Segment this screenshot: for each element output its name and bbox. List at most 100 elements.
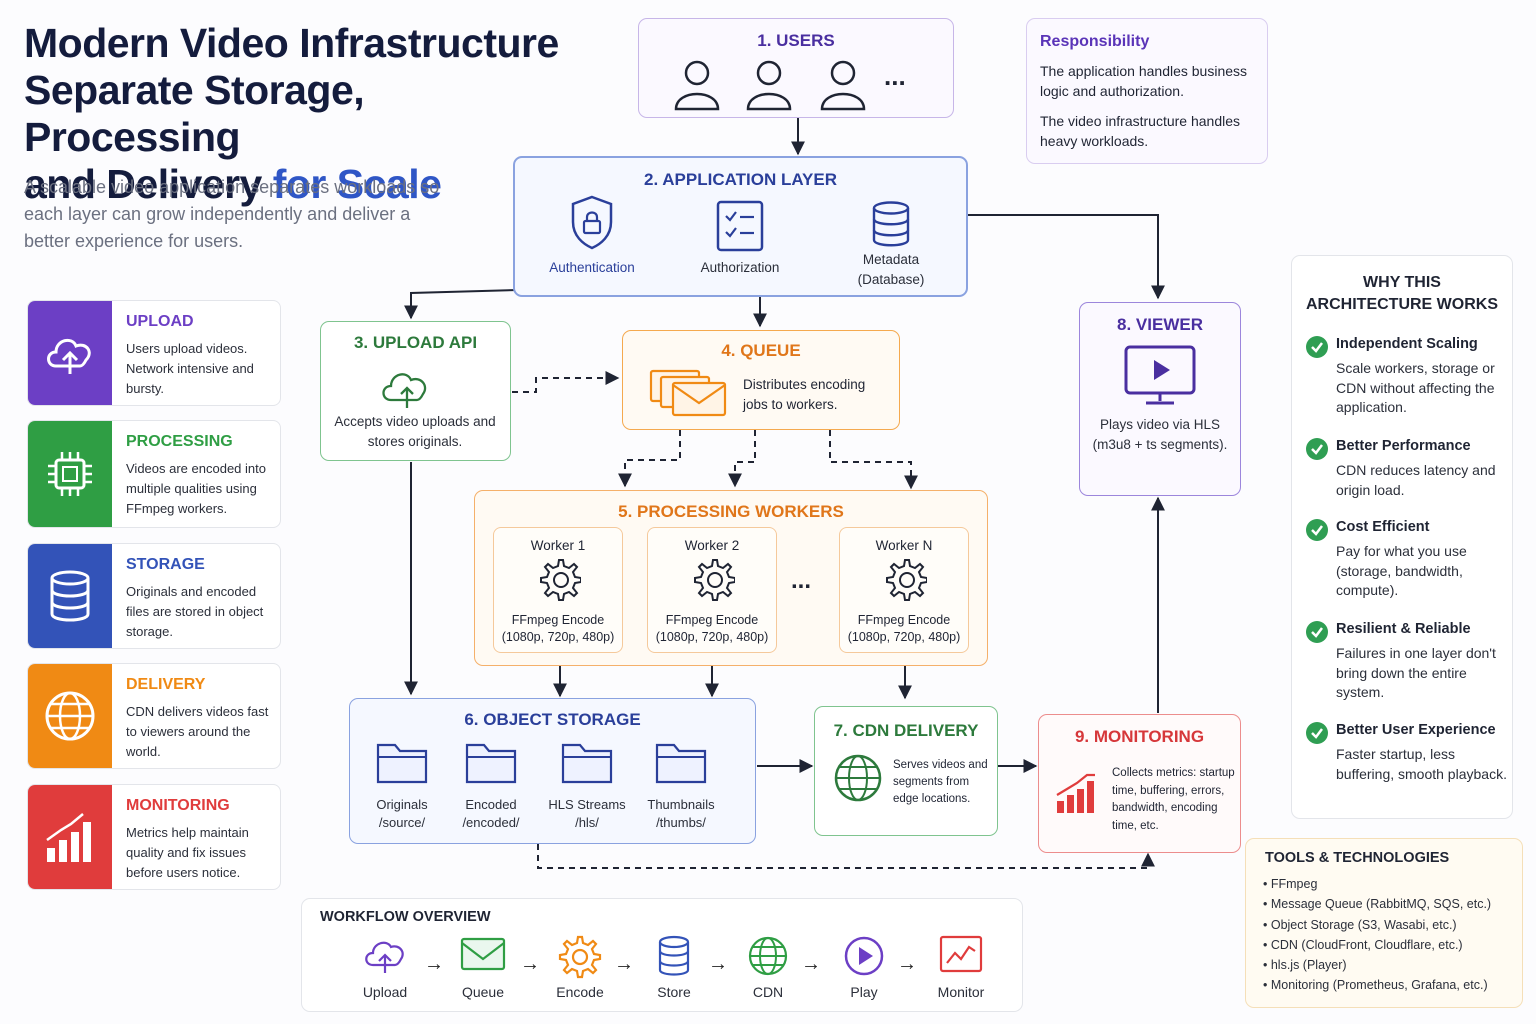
viewer-desc: Plays video via HLS (m3u8 + ts segments)… [1092, 417, 1228, 452]
cdn-delivery-box: 7. CDN DELIVERY Serves videos and segmen… [814, 706, 998, 836]
queue-title: 4. QUEUE [721, 341, 801, 360]
folder-hls-streams: HLS Streams/hls/ [542, 739, 632, 832]
chip-icon [28, 421, 112, 527]
workflow-step-encode: Encode [545, 935, 615, 1000]
workflow-step-monitor: Monitor [926, 935, 996, 1000]
tool-item: • Monitoring (Prometheus, Grafana, etc.) [1263, 978, 1488, 993]
worker-desc: FFmpeg Encode(1080p, 720p, 480p) [501, 613, 615, 644]
tool-item: • hls.js (Player) [1263, 958, 1347, 973]
check-icon [1306, 519, 1328, 541]
monitoring-title: 9. MONITORING [1074, 727, 1205, 746]
application-layer-title: 2. APPLICATION LAYER [643, 170, 837, 189]
checklist-icon [716, 200, 764, 252]
database-icon [28, 544, 112, 648]
queue-desc: Distributes encoding jobs to workers. [743, 377, 866, 412]
envelope-stack-icon [649, 369, 727, 417]
globe-icon [748, 936, 788, 976]
folder-icon [561, 743, 613, 784]
authentication-label: Authentication [549, 260, 635, 275]
folder-icon [376, 743, 428, 784]
monitoring-box: 9. MONITORING Collects metrics: startup … [1038, 714, 1241, 853]
responsibility-text-2: The video infrastructure handles heavy w… [1040, 113, 1240, 149]
workflow-arrow: → [614, 953, 634, 975]
card-title: PROCESSING [126, 433, 233, 450]
tool-item: • Message Queue (RabbitMQ, SQS, etc.) [1263, 897, 1492, 912]
card-desc: Videos are encoded into multiple qualiti… [126, 461, 266, 516]
workflow-step-upload: Upload [350, 935, 420, 1000]
worker-desc: FFmpeg Encode(1080p, 720p, 480p) [655, 613, 769, 644]
upload-api-desc: Accepts video uploads and stores origina… [334, 414, 496, 449]
cdn-delivery-desc: Serves videos and segments from edge loc… [893, 759, 988, 805]
globe-icon [834, 754, 882, 802]
users-title: 1. USERS [757, 31, 835, 50]
card-storage: STORAGE Originals and encoded files are … [27, 543, 281, 649]
workflow-step-cdn: CDN [733, 935, 803, 1000]
users-icon [674, 60, 866, 111]
viewer-box: 8. VIEWER Plays video via HLS (m3u8 + ts… [1079, 302, 1241, 496]
tool-item: • FFmpeg [1263, 877, 1318, 891]
card-monitoring: MONITORING Metrics help maintain quality… [27, 784, 281, 890]
line-chart-icon [939, 935, 983, 973]
upload-api-box: 3. UPLOAD API Accepts video uploads and … [320, 321, 511, 461]
cdn-delivery-title: 7. CDN DELIVERY [833, 721, 979, 740]
workflow-panel: WORKFLOW OVERVIEW Upload → Queue → Encod… [301, 898, 1023, 1012]
workflow-arrow: → [708, 953, 728, 975]
queue-box: 4. QUEUE Distributes encoding jobs to wo… [622, 330, 900, 430]
workflow-step-play: Play [829, 935, 899, 1000]
check-icon [1306, 336, 1328, 358]
authorization-label: Authorization [700, 260, 780, 275]
envelope-icon [460, 937, 506, 971]
worker-1: Worker 1 FFmpeg Encode(1080p, 720p, 480p… [493, 527, 623, 653]
application-layer-box: 2. APPLICATION LAYER Authentication Auth… [513, 156, 968, 297]
folder-icon [465, 743, 517, 784]
check-icon [1306, 438, 1328, 460]
check-icon [1306, 722, 1328, 744]
processing-workers-box: 5. PROCESSING WORKERS Worker 1 FFmpeg En… [474, 490, 988, 666]
upload-api-title: 3. UPLOAD API [353, 333, 478, 352]
workflow-step-store: Store [639, 935, 709, 1000]
why-title: WHY THIS ARCHITECTURE WORKS [1306, 274, 1498, 313]
metadata-label: Metadata(Database) [857, 252, 925, 287]
responsibility-box: Responsibility The application handles b… [1026, 18, 1268, 164]
folder-thumbnails: Thumbnails/thumbs/ [636, 739, 726, 832]
tools-title: TOOLS & TECHNOLOGIES [1265, 850, 1450, 866]
workflow-arrow: → [520, 953, 540, 975]
cloud-upload-icon [365, 941, 404, 973]
object-storage-title: 6. OBJECT STORAGE [464, 710, 641, 729]
monitoring-desc: Collects metrics: startup time, bufferin… [1112, 767, 1235, 832]
workflow-title: WORKFLOW OVERVIEW [320, 909, 491, 925]
card-upload: UPLOAD Users upload videos. Network inte… [27, 300, 281, 406]
card-desc: CDN delivers videos fast to viewers arou… [126, 704, 269, 759]
monitor-play-icon [1124, 345, 1196, 405]
responsibility-text-1: The application handles business logic a… [1040, 63, 1248, 99]
workflow-arrow: → [897, 953, 917, 975]
page-subtitle: A scalable video application separates w… [24, 177, 440, 251]
why-panel: WHY THIS ARCHITECTURE WORKS Independent … [1291, 255, 1513, 819]
responsibility-title: Responsibility [1040, 33, 1150, 50]
card-desc: Originals and encoded files are stored i… [126, 584, 264, 639]
workflow-arrow: → [801, 953, 821, 975]
play-icon [844, 936, 884, 976]
workflow-arrow: → [424, 953, 444, 975]
card-desc: Metrics help maintain quality and fix is… [126, 825, 249, 880]
card-processing: PROCESSING Videos are encoded into multi… [27, 420, 281, 528]
card-title: DELIVERY [126, 676, 206, 693]
worker-name: Worker 2 [684, 538, 740, 553]
gear-icon [694, 559, 735, 601]
card-title: MONITORING [126, 797, 230, 814]
worker-name: Worker N [875, 538, 933, 553]
object-storage-box: 6. OBJECT STORAGE Originals/source/ Enco… [349, 698, 756, 844]
bar-chart-icon [28, 785, 112, 889]
tools-panel: TOOLS & TECHNOLOGIES • FFmpeg • Message … [1245, 838, 1523, 1008]
cloud-upload-icon [382, 373, 427, 408]
users-box: 1. USERS ... [638, 18, 954, 118]
tool-item: • CDN (CloudFront, Cloudflare, etc.) [1263, 937, 1463, 952]
gear-icon [558, 935, 602, 979]
shield-lock-icon [571, 195, 613, 250]
cloud-upload-icon [28, 301, 112, 405]
worker-name: Worker 1 [530, 538, 586, 553]
tool-item: • Object Storage (S3, Wasabi, etc.) [1263, 917, 1457, 932]
globe-icon [28, 664, 112, 768]
processing-workers-title: 5. PROCESSING WORKERS [618, 502, 844, 521]
workflow-step-queue: Queue [448, 935, 518, 1000]
